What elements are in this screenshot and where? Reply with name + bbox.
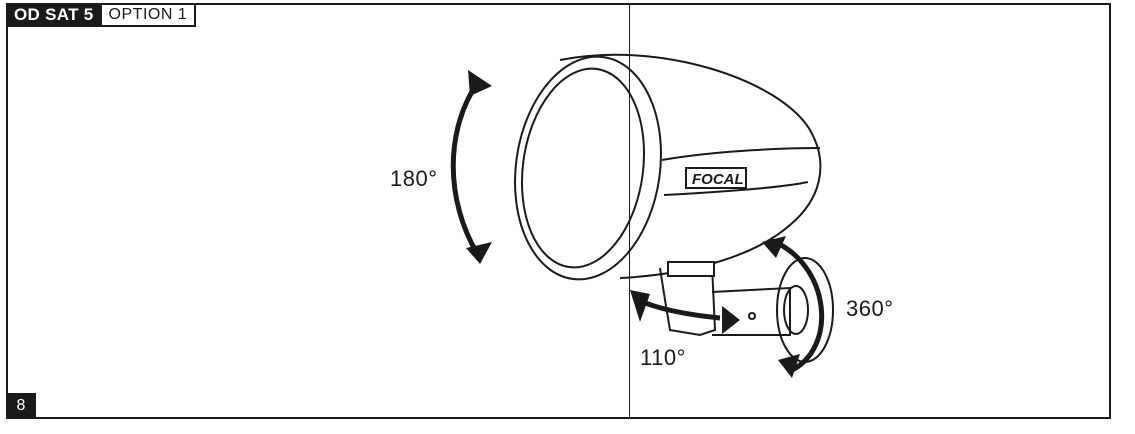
wall-plate xyxy=(776,257,834,363)
page-header: OD SAT 5 OPTION 1 xyxy=(6,3,197,27)
rotate-angle-label: 360° xyxy=(846,296,894,321)
speaker-front-rim xyxy=(514,55,662,281)
model-label: OD SAT 5 xyxy=(6,3,102,27)
panel-divider xyxy=(629,3,630,419)
page-frame xyxy=(6,3,1111,419)
brand-plate xyxy=(685,167,747,189)
speaker-grille xyxy=(520,67,646,269)
tilt-arrow xyxy=(450,80,481,257)
page-number: 8 xyxy=(6,393,36,419)
swivel-arrow xyxy=(636,297,721,321)
tilt-angle-label: 180° xyxy=(390,166,438,191)
option-label: OPTION 1 xyxy=(101,3,197,27)
rotate-arrow xyxy=(769,237,825,375)
swivel-angle-label: 110° xyxy=(640,345,686,370)
brand-logo: FOCAL xyxy=(692,171,744,188)
